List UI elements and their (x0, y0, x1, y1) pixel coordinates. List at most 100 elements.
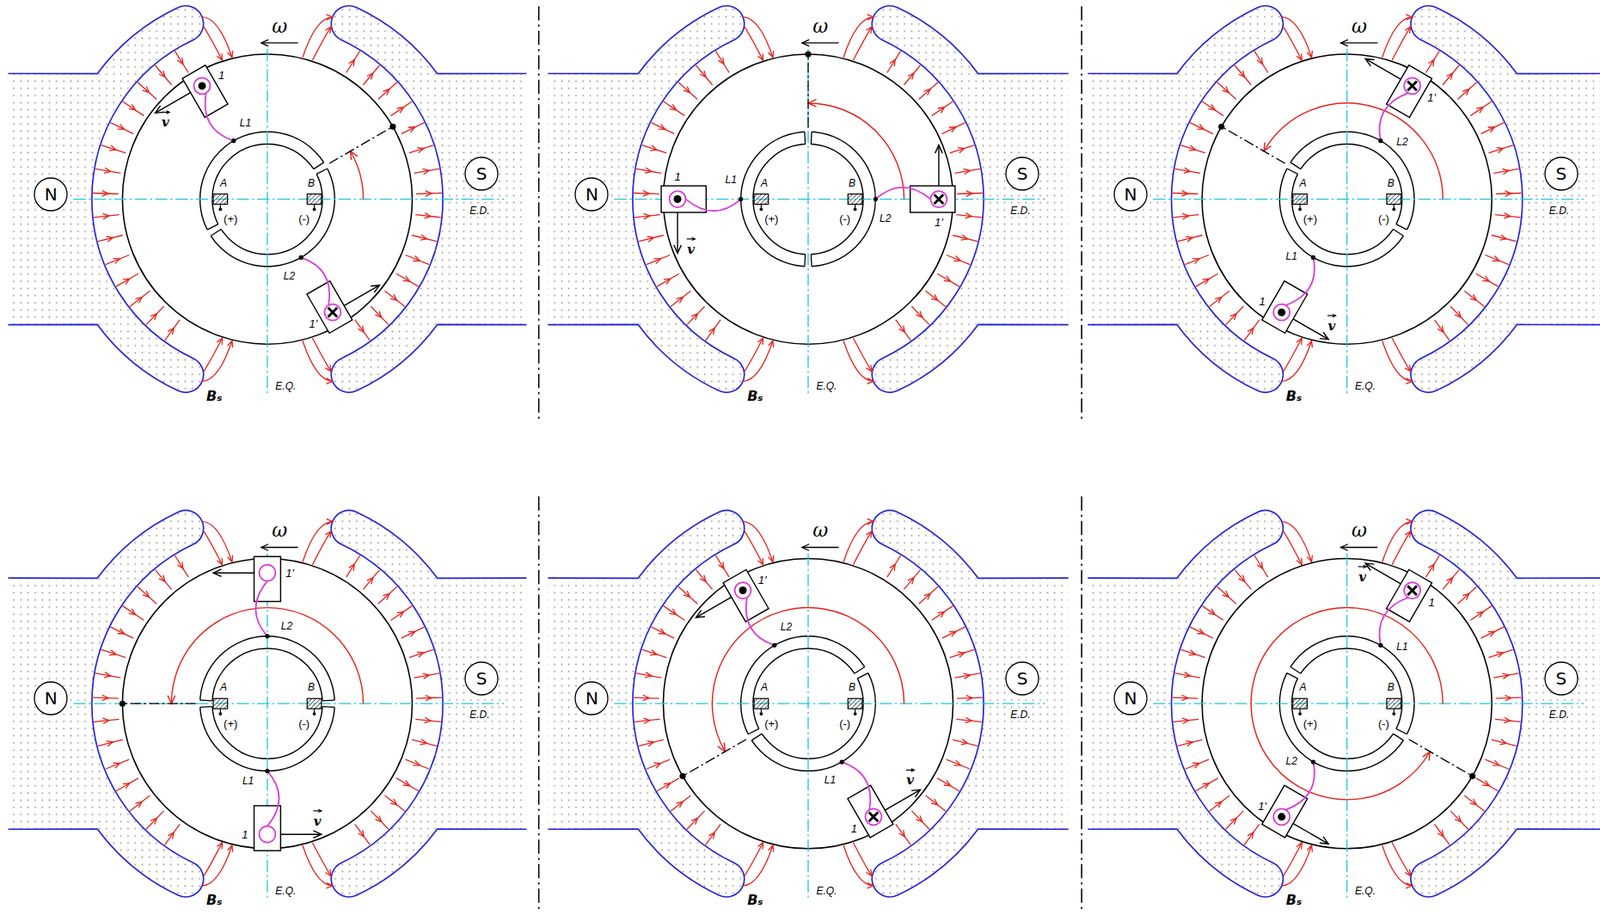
flux-arrowhead (390, 798, 398, 805)
fringe-flux-line (843, 521, 874, 562)
flux-arrowhead (1488, 631, 1496, 637)
quadrature-axis (266, 49, 268, 393)
coil-lead (1379, 92, 1408, 141)
flux-arrowhead (142, 590, 149, 597)
flux-arrowhead (957, 651, 965, 657)
flux-arrowhead (1196, 123, 1204, 129)
angle-arrowhead (717, 742, 725, 752)
fringe-flux-line (1281, 340, 1312, 381)
flux-arrowhead (128, 608, 136, 615)
flux-line (887, 50, 902, 73)
machine-panel (7, 509, 527, 897)
flux-line (663, 606, 686, 621)
commutator-slit-edge (747, 728, 760, 734)
flux-arrowhead (326, 518, 333, 524)
polarity-sign: (+) (222, 716, 239, 730)
rotation-arrowhead (1341, 39, 1349, 46)
flux-line (1442, 65, 1460, 86)
commutator-slit-edge (854, 666, 865, 674)
axis-name: E.Q. (815, 380, 838, 393)
commutator-slit-edge (207, 224, 219, 230)
flux-arrowhead (425, 190, 432, 197)
flux-arrowhead (408, 631, 416, 637)
segment-connection-dot (1311, 255, 1316, 260)
flux-line (1184, 255, 1209, 265)
flux-line (651, 122, 675, 135)
flux-arrowhead (1504, 190, 1511, 197)
flux-arrowhead (216, 53, 222, 61)
axis-name: E.D. (1009, 204, 1031, 217)
flux-arrowhead (647, 741, 655, 747)
fringe-flux-line (1382, 845, 1413, 886)
fringe-flux-line (1382, 340, 1413, 381)
pole-letter: S (476, 163, 488, 184)
flux-arrowhead (1296, 337, 1302, 345)
current-out-dot (1277, 308, 1286, 317)
flux-line (101, 145, 126, 154)
rotation-arrow (1341, 546, 1379, 548)
rotation-angle-arc (1250, 607, 1443, 800)
flux-line (362, 65, 380, 86)
flux-arrowhead (931, 798, 938, 805)
lead-name: L1 (823, 773, 837, 786)
flux-line (1476, 778, 1499, 791)
flux-arrowhead (326, 14, 333, 20)
vector-overarrow-head (1332, 313, 1337, 317)
commutator-slit-edge (810, 254, 813, 267)
pole-letter-circle: N (1113, 177, 1148, 212)
flux-arrowhead (937, 611, 945, 618)
conductor-circle (864, 808, 882, 825)
flux-arrowhead (708, 832, 715, 840)
flux-arrowhead (390, 294, 398, 301)
flux-arrowhead (866, 364, 873, 372)
fringe-flux-line (852, 842, 872, 877)
angle-arrowhead (808, 99, 816, 108)
flux-arrowhead (966, 190, 973, 197)
fringe-flux-line (744, 842, 764, 877)
flux-arrowhead (1181, 694, 1188, 700)
flux-arrowhead (102, 717, 109, 724)
brush-name: B (1386, 680, 1396, 693)
flux-arrowhead (1470, 798, 1478, 805)
flux-line (355, 319, 370, 341)
flux-line (651, 626, 675, 638)
flux-line (129, 795, 150, 811)
brush (754, 698, 769, 709)
flux-line (1464, 290, 1484, 307)
segment-connection-dot (231, 138, 236, 143)
fringe-flux-line (852, 531, 872, 565)
direct-axis (613, 703, 1045, 705)
flux-arrowhead (122, 278, 130, 284)
brush-terminal (218, 711, 222, 716)
flux-arrowhead (1437, 325, 1444, 333)
flux-line (1244, 823, 1259, 845)
conductor-circle (1403, 582, 1421, 599)
lead-name: L1 (724, 173, 738, 186)
fringe-flux-line (312, 531, 332, 565)
commutator-slit-edge (210, 228, 221, 236)
velocity-arrow (937, 145, 939, 187)
pole-letter: S (1017, 163, 1029, 184)
vector-overarrow-head (166, 110, 171, 114)
flux-arrowhead (102, 190, 109, 197)
coil-axis-dot (1218, 123, 1225, 130)
flux-arrowhead (1405, 882, 1412, 889)
flux-arrowhead (1405, 378, 1412, 384)
current-out-dot (739, 586, 748, 595)
fringe-flux-line (744, 337, 764, 372)
flux-arrowhead (953, 256, 961, 262)
flux-arrowhead (1462, 89, 1469, 96)
flux-arrowhead (669, 608, 677, 615)
flux-arrowhead (907, 577, 914, 585)
flux-line (715, 555, 730, 577)
fringe-flux-line (742, 340, 773, 381)
flux-arrowhead (1492, 256, 1500, 262)
flux-arrowhead (1222, 85, 1229, 92)
flux-line (122, 101, 145, 117)
flux-line (911, 306, 930, 325)
rotation-symbol: ω (270, 14, 289, 37)
rotor-slot (1262, 784, 1308, 838)
flux-arrowhead (374, 311, 381, 318)
flux-line (1226, 810, 1245, 829)
